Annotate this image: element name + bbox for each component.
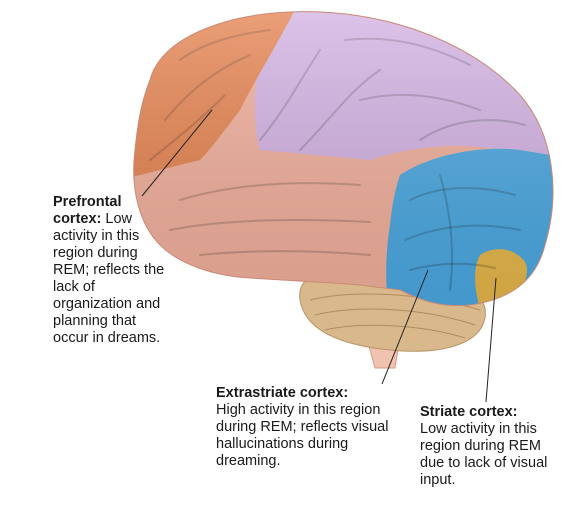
striate-cortex-description: Low activity in this region during REM d… <box>420 421 548 488</box>
prefrontal-cortex-name: Prefrontal cortex: <box>53 194 122 227</box>
extrastriate-leader-line <box>381 269 429 385</box>
striate-leader-line <box>485 277 497 403</box>
striate-cortex-name: Striate cortex: <box>420 404 518 420</box>
prefrontal-cortex-description: Low activity in this region during REM; … <box>53 211 165 346</box>
prefrontal-leader-line <box>141 109 213 197</box>
extrastriate-cortex-description: High activity in this region during REM;… <box>216 402 389 469</box>
striate-cortex-label: Striate cortex: Low activity in this reg… <box>420 404 560 489</box>
extrastriate-cortex-name: Extrastriate cortex: <box>216 385 349 401</box>
extrastriate-cortex-label: Extrastriate cortex: High activity in th… <box>216 385 396 470</box>
prefrontal-cortex-label: Prefrontal cortex: Low activity in this … <box>53 194 173 347</box>
